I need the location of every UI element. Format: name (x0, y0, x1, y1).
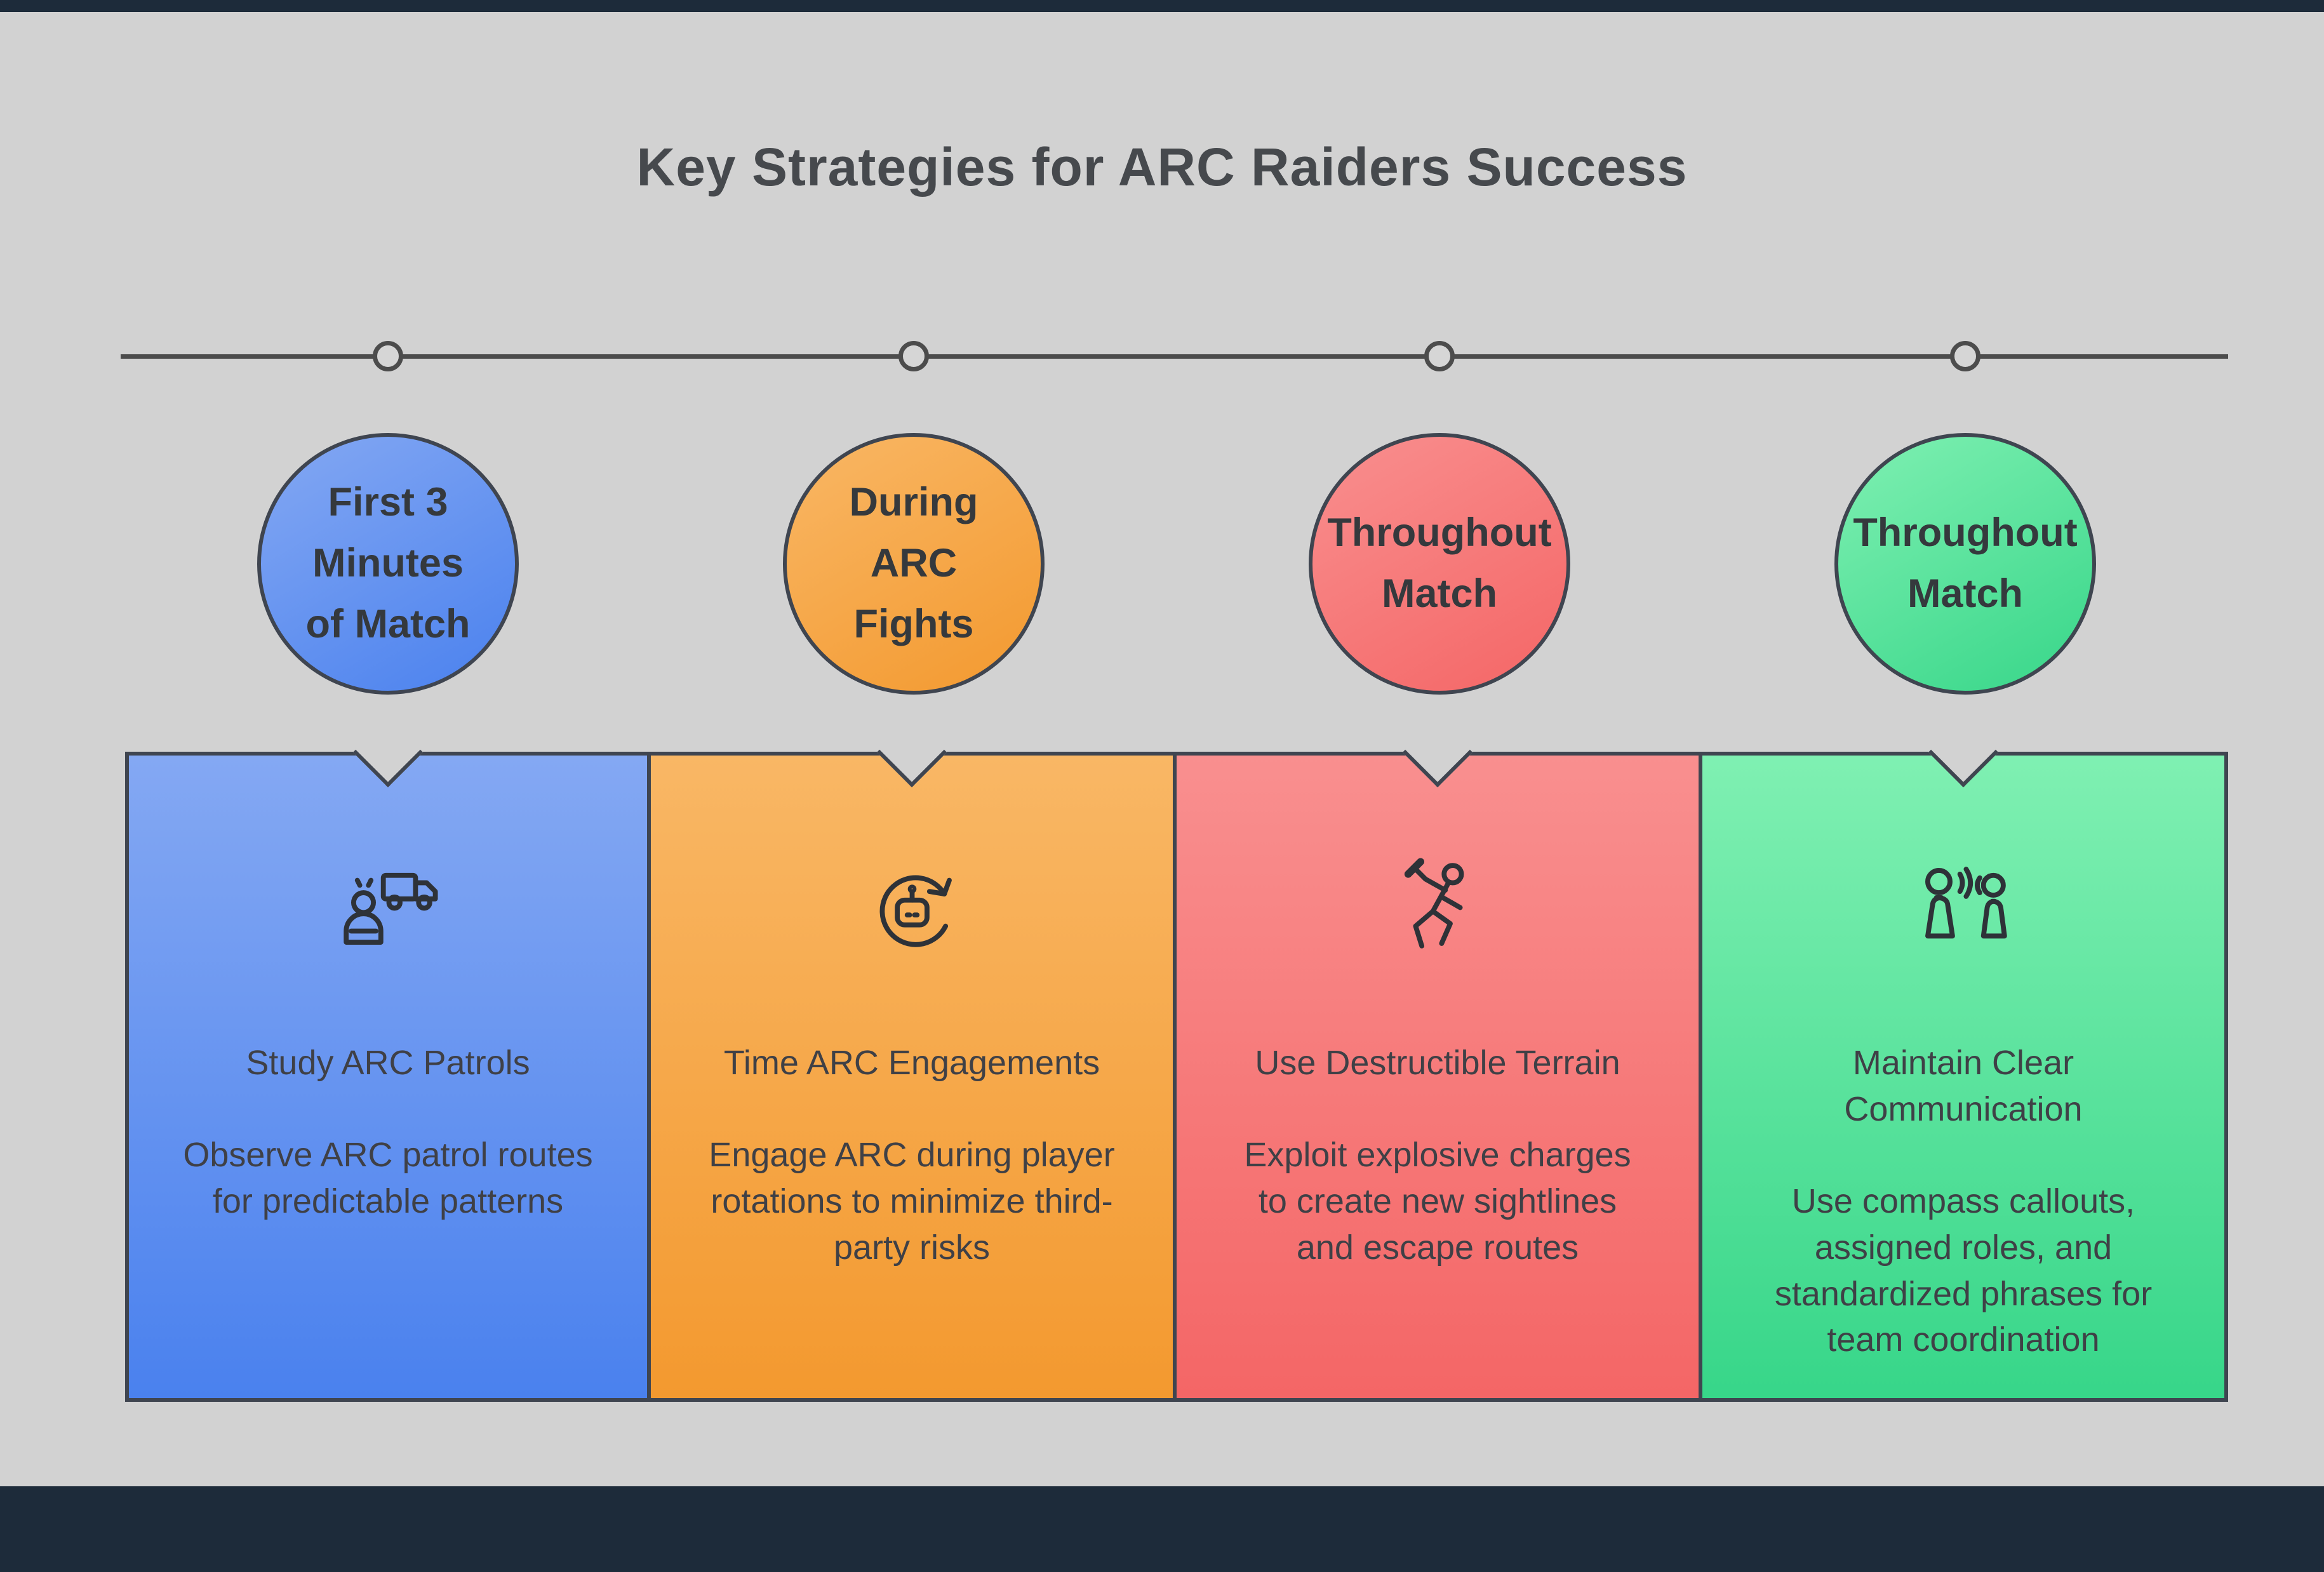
card-notch (1402, 717, 1473, 788)
timeline-dot (1950, 341, 1980, 371)
robot-rotation-icon (651, 844, 1173, 968)
strategy-column: First 3 Minutes of Match (125, 0, 651, 1572)
card-heading: Maintain Clear Communication (1844, 1044, 2083, 1128)
team-communication-icon (1702, 844, 2224, 968)
footer-bar (0, 1486, 2324, 1572)
strategy-card: Maintain Clear Communication Use compass… (1702, 717, 2228, 1402)
strategy-card: Use Destructible Terrain Exploit explosi… (1177, 717, 1702, 1402)
phase-label: During ARC Fights (849, 480, 978, 646)
card-description: Use compass callouts, assigned roles, an… (1774, 1182, 2153, 1359)
card-heading: Use Destructible Terrain (1255, 1044, 1620, 1082)
page-title: Key Strategies for ARC Raiders Success (636, 137, 1688, 197)
card-text: Time ARC Engagements Engage ARC during p… (651, 1040, 1173, 1271)
throwing-charge-icon (1177, 844, 1699, 968)
card-heading: Study ARC Patrols (246, 1044, 530, 1082)
phase-label: Throughout Match (1853, 510, 2078, 616)
phase-label: Throughout Match (1327, 510, 1552, 616)
phase-circle: Throughout Match (1834, 433, 2096, 695)
strategy-column: Throughout Match (1177, 0, 1702, 1572)
card-text: Maintain Clear Communication Use compass… (1702, 1040, 2224, 1363)
card-heading: Time ARC Engagements (723, 1044, 1100, 1082)
timeline (121, 354, 2228, 359)
card-description: Observe ARC patrol routes for predictabl… (183, 1135, 593, 1220)
phase-circle: During ARC Fights (783, 433, 1045, 695)
phase-label: First 3 Minutes of Match (305, 480, 471, 646)
timeline-dot (898, 341, 929, 371)
card-notch (352, 717, 424, 788)
card-description: Exploit explosive charges to create new … (1244, 1135, 1631, 1267)
strategy-card: Time ARC Engagements Engage ARC during p… (651, 717, 1177, 1402)
timeline-dot (373, 341, 403, 371)
strategy-column: During ARC Fights (651, 0, 1177, 1572)
phase-circle: Throughout Match (1309, 433, 1570, 695)
card-text: Use Destructible Terrain Exploit explosi… (1177, 1040, 1699, 1271)
scout-and-truck-icon (129, 844, 647, 968)
timeline-dot (1424, 341, 1455, 371)
strategy-card: Study ARC Patrols Observe ARC patrol rou… (125, 717, 651, 1402)
phase-circle: First 3 Minutes of Match (257, 433, 519, 695)
top-accent-bar (0, 0, 2324, 12)
card-notch (1928, 717, 1999, 788)
card-text: Study ARC Patrols Observe ARC patrol rou… (129, 1040, 647, 1225)
card-description: Engage ARC during player rotations to mi… (709, 1135, 1115, 1267)
card-notch (876, 717, 947, 788)
strategy-column: Throughout Match (1702, 0, 2228, 1572)
strategy-columns: First 3 Minutes of Match (125, 0, 2228, 1572)
